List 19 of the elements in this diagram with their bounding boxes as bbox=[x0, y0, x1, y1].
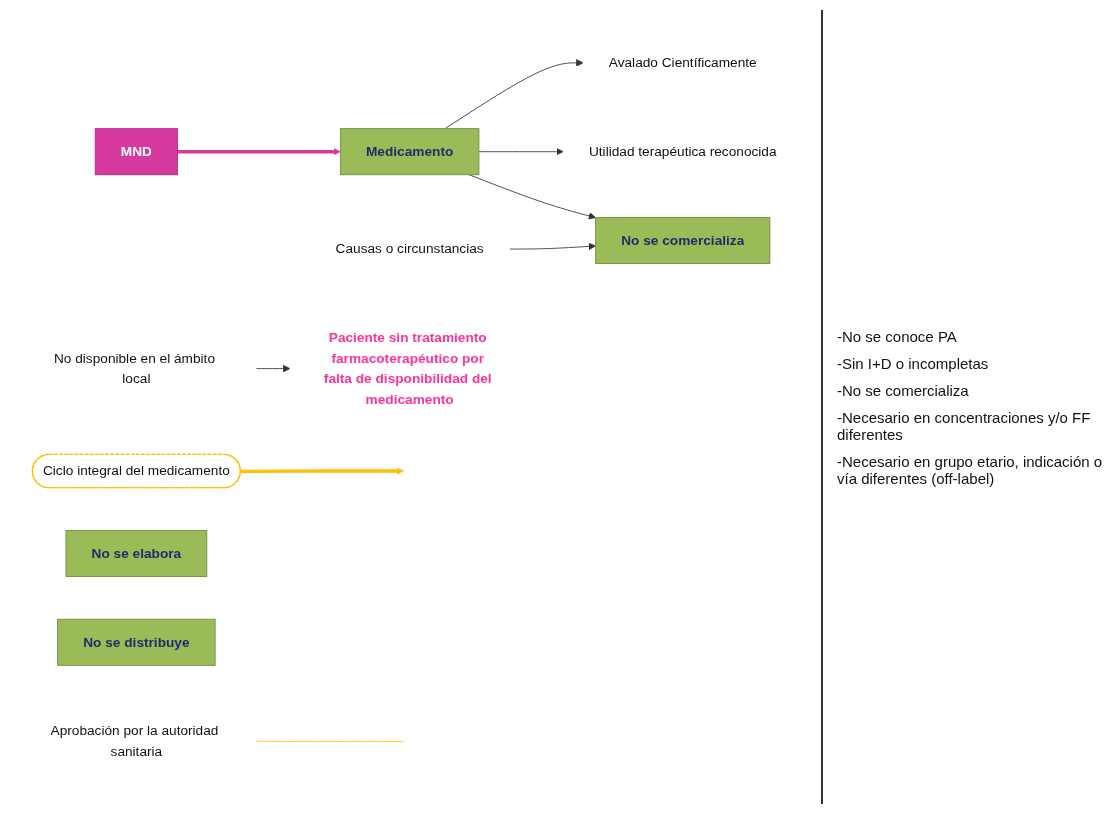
cause-item: -No se conoce PA bbox=[837, 327, 958, 345]
node-text: Causas o circunstancias bbox=[335, 241, 484, 256]
connector-line bbox=[255, 740, 405, 742]
cause-item: -Necesario en grupo etario, indicación o vía diferentes (off-label) bbox=[837, 452, 1104, 487]
arrow bbox=[240, 467, 404, 475]
node-box: No se comercializa bbox=[595, 216, 771, 264]
arrow bbox=[177, 147, 341, 156]
node-box: MND bbox=[94, 127, 178, 175]
cause-item: -No se comercializa bbox=[837, 381, 970, 399]
node-text: Utilidad terapéutica reconocida bbox=[588, 143, 777, 159]
node-text: Aprobación por la autoridad sanitaria bbox=[50, 723, 219, 759]
node-text: Paciente sin tratamiento farmacoterapéutico por falta de disponibilidad del medicamento bbox=[323, 329, 492, 406]
node-box: No se distribuye bbox=[57, 618, 216, 666]
node-text: Avalado Científicamente bbox=[608, 54, 757, 70]
cause-item: -Sin I+D o incompletas bbox=[837, 354, 990, 372]
node-box: No se elabora bbox=[65, 529, 208, 577]
node-box: Medicamento bbox=[339, 127, 480, 175]
cause-item: -Necesario en concentraciones y/o FF diferentes bbox=[837, 408, 1092, 443]
node-text: No disponible en el ámbito local bbox=[53, 350, 215, 386]
